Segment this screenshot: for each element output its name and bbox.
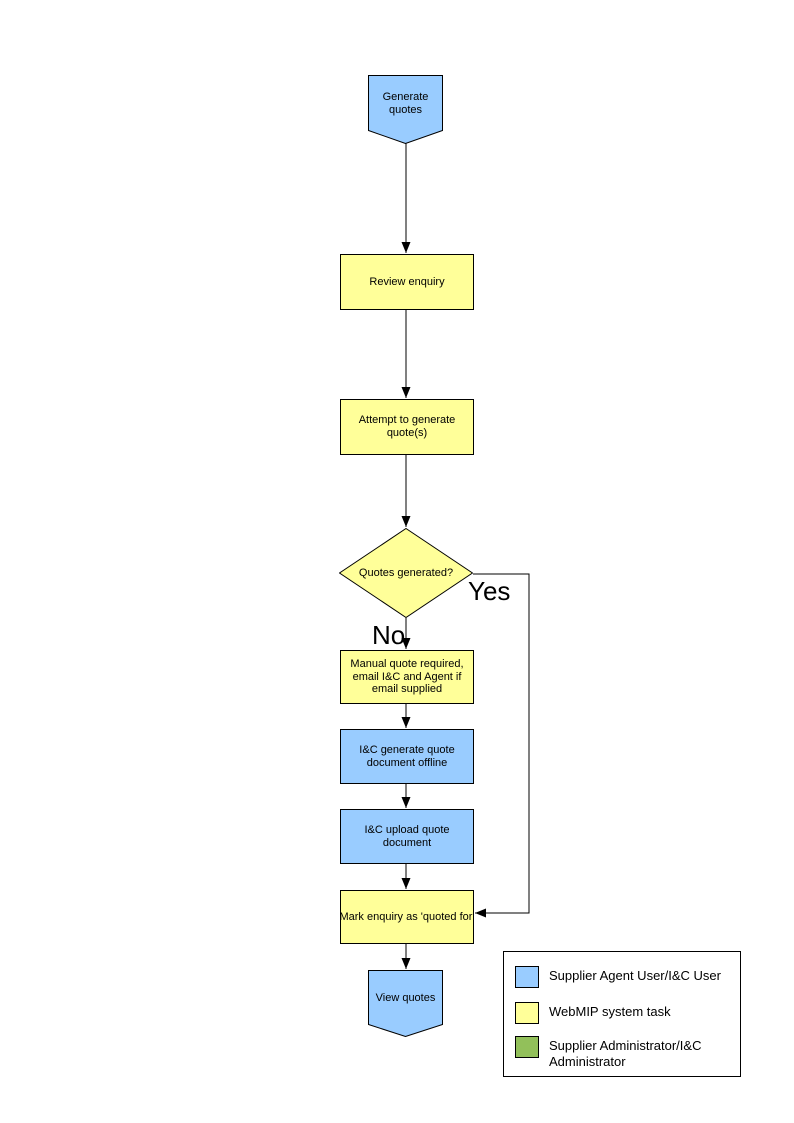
node-label: Generate quotes [382, 91, 429, 116]
node-generate-quotes: Generate quotes [368, 75, 443, 144]
legend-item-supplier-admin: Supplier Administrator/I&C Administrator [515, 1036, 731, 1070]
diamond-shape [339, 528, 473, 618]
branch-label-yes: Yes [468, 576, 511, 606]
node-label: Manual quote required, email I&C and Age… [350, 657, 464, 696]
node-view-quotes: View quotes [368, 970, 443, 1037]
branch-label-no: No [372, 620, 406, 650]
node-manual-quote: Manual quote required, email I&C and Age… [340, 650, 474, 704]
node-label: Quotes generated? [358, 566, 454, 579]
node-attempt-generate: Attempt to generate quote(s) [340, 399, 474, 455]
node-label: I&C generate quote document offline [359, 743, 455, 769]
pentagon-shape [368, 970, 443, 1037]
node-label: Mark enquiry as 'quoted for' [339, 910, 475, 923]
node-label: I&C upload quote document [364, 823, 450, 849]
node-quotes-generated: Quotes generated? [339, 528, 473, 618]
node-ic-generate-offline: I&C generate quote document offline [340, 729, 474, 784]
legend-item-webmip-task: WebMIP system task [515, 1002, 731, 1024]
node-label: View quotes [375, 992, 436, 1004]
legend-swatch-green [515, 1036, 539, 1058]
node-ic-upload: I&C upload quote document [340, 809, 474, 864]
legend-label: Supplier Administrator/I&C Administrator [549, 1038, 702, 1069]
legend-label: Supplier Agent User/I&C User [549, 968, 721, 983]
node-mark-quoted: Mark enquiry as 'quoted for' [339, 890, 475, 944]
legend-box: Supplier Agent User/I&C User WebMIP syst… [503, 951, 741, 1077]
legend-swatch-yellow [515, 1002, 539, 1024]
node-review-enquiry: Review enquiry [340, 254, 474, 310]
legend-item-supplier-agent: Supplier Agent User/I&C User [515, 966, 731, 988]
node-label: Attempt to generate quote(s) [358, 414, 456, 439]
pentagon-shape [368, 75, 443, 144]
edge-decision-yes [473, 573, 530, 918]
node-label: Review enquiry [369, 275, 445, 288]
legend-swatch-blue [515, 966, 539, 988]
legend-label: WebMIP system task [549, 1004, 671, 1019]
